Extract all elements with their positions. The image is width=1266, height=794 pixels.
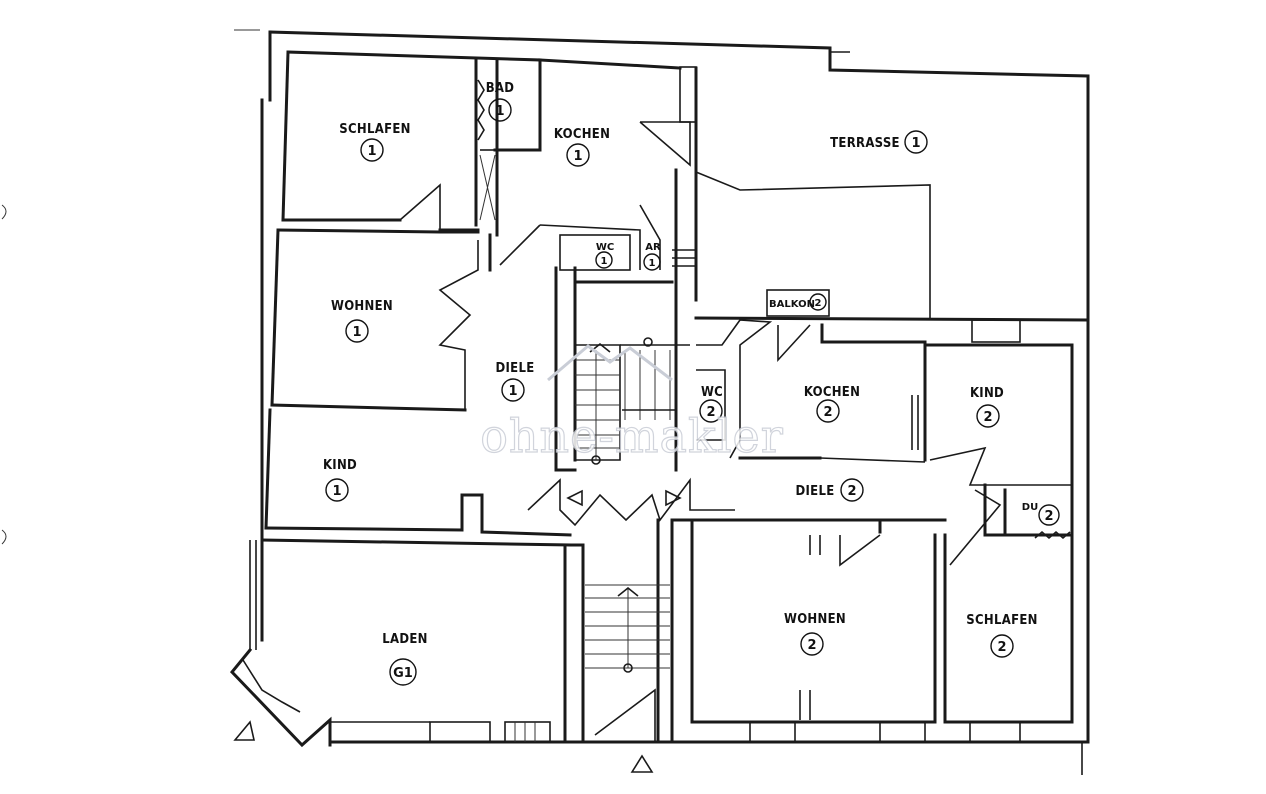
svg-text:WC: WC [596, 242, 614, 253]
room-kochen-1: KOCHEN 1 [554, 127, 610, 167]
room-wohnen-1: WOHNEN 1 [331, 299, 393, 343]
room-laden-g1: LADEN G1 [382, 632, 428, 686]
watermark: ohne-makler [480, 344, 784, 464]
room-schlafen-1: SCHLAFEN 1 [339, 122, 410, 162]
room-diele-1: DIELE 1 [496, 361, 535, 402]
door-triangle-left [566, 489, 583, 507]
room-kind-1: KIND 1 [323, 458, 357, 502]
room-terrasse-1: TERRASSE 1 [830, 130, 928, 154]
svg-text:1: 1 [352, 325, 361, 340]
room-wc-2: WC 2 [699, 385, 723, 423]
room-wc-1: WC 1 [595, 242, 614, 269]
svg-text:WOHNEN: WOHNEN [784, 612, 846, 627]
entrance-marker-bottom [630, 754, 654, 773]
svg-text:BALKON: BALKON [769, 299, 815, 310]
svg-text:2: 2 [706, 405, 715, 420]
house-logo-icon [547, 344, 673, 382]
svg-text:WOHNEN: WOHNEN [331, 299, 393, 314]
room-labels: SCHLAFEN 1 BAD 1 KOCHEN 1 TERRASSE 1 WOH… [323, 81, 1060, 686]
svg-text:1: 1 [367, 144, 376, 159]
svg-text:1: 1 [495, 104, 504, 119]
svg-text:WC: WC [701, 385, 723, 400]
svg-text:1: 1 [601, 256, 608, 267]
room-kochen-2: KOCHEN 2 [804, 385, 860, 423]
room-du-2: DU 2 [1022, 502, 1060, 526]
svg-text:KOCHEN: KOCHEN [804, 385, 860, 400]
svg-text:1: 1 [649, 258, 656, 269]
stair-treads-lower [585, 584, 670, 742]
svg-text:1: 1 [911, 136, 920, 151]
svg-text:2: 2 [983, 410, 992, 425]
edge-mark-bottom [1, 529, 7, 545]
svg-text:1: 1 [573, 149, 582, 164]
svg-text:BAD: BAD [486, 81, 515, 96]
svg-text:KIND: KIND [323, 458, 357, 473]
svg-text:1: 1 [508, 384, 517, 399]
svg-text:2: 2 [815, 298, 822, 309]
svg-text:SCHLAFEN: SCHLAFEN [339, 122, 410, 137]
svg-text:LADEN: LADEN [382, 632, 428, 647]
outer-walls [229, 29, 1090, 775]
svg-text:2: 2 [1044, 509, 1053, 524]
svg-text:ohne-makler: ohne-makler [480, 409, 784, 463]
svg-text:AR: AR [645, 242, 661, 253]
svg-text:G1: G1 [393, 666, 413, 681]
interior-walls [260, 50, 1090, 744]
svg-text:2: 2 [807, 638, 816, 653]
room-diele-2: DIELE 2 [796, 478, 864, 502]
svg-text:2: 2 [823, 405, 832, 420]
svg-text:TERRASSE: TERRASSE [830, 136, 900, 151]
svg-text:KOCHEN: KOCHEN [554, 127, 610, 142]
room-balkon-2: BALKON 2 [769, 293, 827, 311]
room-wohnen-2: WOHNEN 2 [784, 612, 846, 656]
door-triangle-right [665, 489, 682, 507]
svg-text:DIELE: DIELE [796, 484, 835, 499]
room-kind-2: KIND 2 [970, 386, 1004, 428]
edge-mark-top [1, 204, 7, 220]
room-bad-1: BAD 1 [486, 81, 515, 122]
svg-text:DIELE: DIELE [496, 361, 535, 376]
svg-text:KIND: KIND [970, 386, 1004, 401]
svg-text:SCHLAFEN: SCHLAFEN [966, 613, 1037, 628]
room-schlafen-2: SCHLAFEN 2 [966, 613, 1037, 658]
stair-treads-upper [575, 337, 671, 465]
entrance-marker-left [233, 720, 255, 741]
room-ar-1: AR 1 [643, 242, 661, 271]
svg-text:2: 2 [997, 640, 1006, 655]
svg-text:2: 2 [847, 484, 856, 499]
svg-text:DU: DU [1022, 502, 1038, 513]
svg-text:1: 1 [332, 484, 341, 499]
